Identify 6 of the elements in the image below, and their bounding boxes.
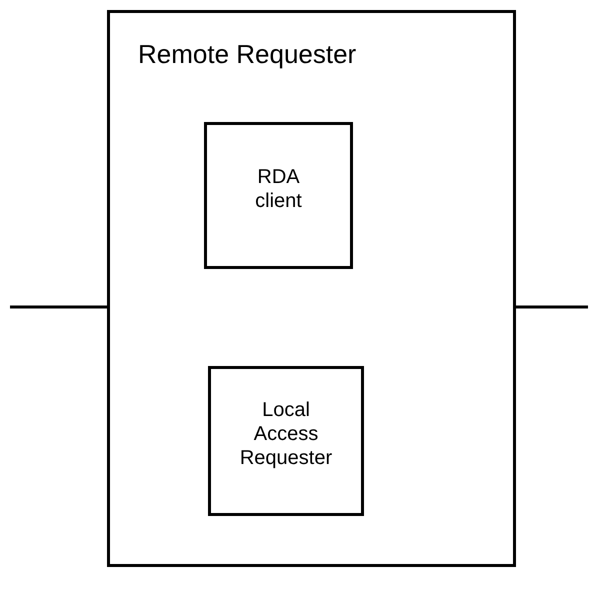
component-box	[204, 122, 353, 269]
component-label: Local Access Requester	[238, 398, 334, 470]
container-title: Remote Requester	[138, 39, 356, 70]
container-box	[107, 10, 516, 567]
component-label: RDA client	[254, 165, 303, 213]
component-box	[208, 366, 364, 516]
